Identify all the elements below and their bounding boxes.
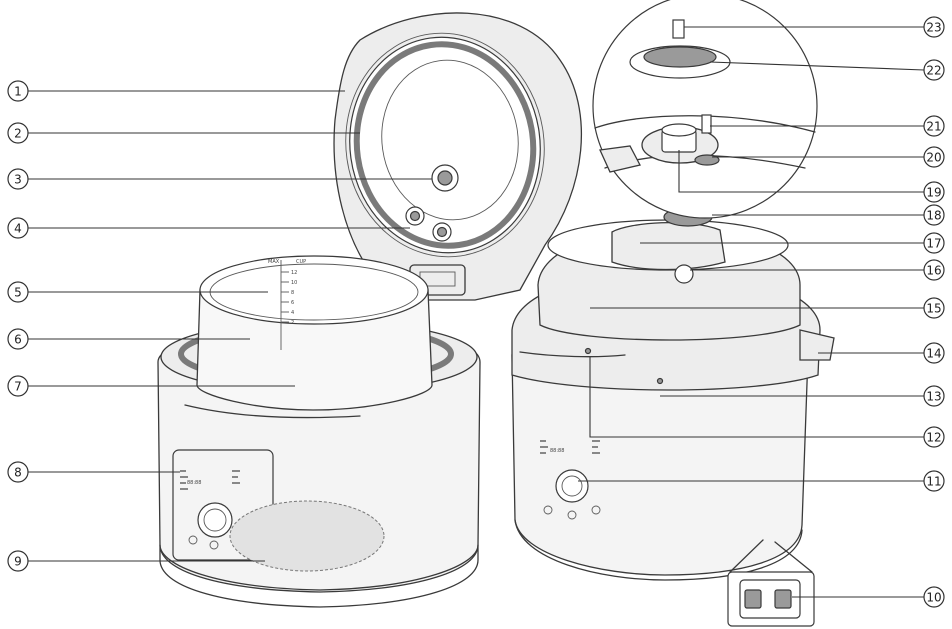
callout-number: 13 — [926, 390, 941, 404]
callout-circle — [923, 259, 945, 281]
display-digits-left: 88:88 — [187, 480, 201, 486]
callout-circle — [923, 59, 945, 81]
callout-number: 9 — [14, 555, 22, 569]
scale-mark: 12 — [291, 270, 297, 276]
open-cooker-base: MAX CUP 12 10 8 6 4 2 88:88 — [157, 255, 481, 608]
callout-20: 20 — [923, 146, 945, 168]
callout-number: 18 — [926, 209, 941, 223]
callout-number: 23 — [926, 21, 941, 35]
callout-16: 16 — [923, 259, 945, 281]
callout-number: 11 — [926, 475, 941, 489]
callout-3: 3 — [7, 168, 29, 190]
callout-4: 4 — [7, 217, 29, 239]
float-valve-pin — [701, 114, 712, 134]
callout-circle — [923, 16, 945, 38]
water-level-scale: MAX CUP 12 10 8 6 4 2 — [268, 259, 306, 350]
callout-number: 14 — [926, 347, 941, 361]
callout-circle — [7, 281, 29, 303]
callout-circle — [7, 168, 29, 190]
lid-button — [674, 264, 694, 284]
callout-number: 21 — [926, 120, 941, 134]
callout-number: 10 — [926, 591, 941, 605]
callout-circle — [923, 146, 945, 168]
callout-circle — [923, 204, 945, 226]
leader-lines — [28, 26, 925, 598]
callout-19: 19 — [923, 181, 945, 203]
scale-mark: 2 — [291, 320, 294, 326]
callout-circle — [7, 550, 29, 572]
callout-number: 5 — [14, 286, 22, 300]
control-knob-right — [555, 469, 589, 503]
valve-pin — [672, 19, 685, 39]
callout-number: 20 — [926, 151, 941, 165]
callout-circle — [7, 328, 29, 350]
callout-circle — [923, 297, 945, 319]
callout-11: 11 — [923, 470, 945, 492]
callout-number: 7 — [14, 380, 22, 394]
callout-circle — [7, 375, 29, 397]
callout-number: 2 — [14, 127, 22, 141]
callout-circle — [7, 217, 29, 239]
hatched-base-area — [229, 500, 385, 572]
callout-1: 1 — [7, 80, 29, 102]
scale-mark: 8 — [291, 290, 294, 296]
callout-circle — [923, 342, 945, 364]
display-digits-right: 88:88 — [550, 448, 564, 454]
callout-14: 14 — [923, 342, 945, 364]
callout-6: 6 — [7, 328, 29, 350]
indicator-15 — [584, 347, 592, 355]
callout-circle — [923, 426, 945, 448]
callout-7: 7 — [7, 375, 29, 397]
callout-number: 17 — [926, 237, 941, 251]
control-panel-right: 88:88 — [540, 440, 601, 520]
callout-9: 9 — [7, 550, 29, 572]
lid-handle — [611, 221, 726, 271]
callout-number: 3 — [14, 173, 22, 187]
callout-5: 5 — [7, 281, 29, 303]
scale-mark: 4 — [291, 310, 294, 316]
scale-mark: 6 — [291, 300, 294, 306]
callout-15: 15 — [923, 297, 945, 319]
callout-13: 13 — [923, 385, 945, 407]
callout-2: 2 — [7, 122, 29, 144]
callout-12: 12 — [923, 426, 945, 448]
callout-number: 1 — [14, 85, 22, 99]
closed-cooker: 88:88 — [511, 207, 835, 627]
callout-10: 10 — [923, 586, 945, 608]
callout-circle — [923, 115, 945, 137]
callout-number: 12 — [926, 431, 941, 445]
callout-23: 23 — [923, 16, 945, 38]
callout-number: 6 — [14, 333, 22, 347]
callout-number: 8 — [14, 466, 22, 480]
callout-circle — [7, 461, 29, 483]
callout-18: 18 — [923, 204, 945, 226]
callout-17: 17 — [923, 232, 945, 254]
indicator-13 — [656, 377, 664, 385]
callout-number: 16 — [926, 264, 941, 278]
cup-label: CUP — [296, 259, 306, 265]
callout-8: 8 — [7, 461, 29, 483]
callout-circle — [923, 181, 945, 203]
callout-number: 19 — [926, 186, 941, 200]
open-lid — [333, 12, 583, 301]
callout-circle — [923, 470, 945, 492]
callout-number: 4 — [14, 222, 22, 236]
callout-circle — [923, 385, 945, 407]
scale-mark: 10 — [291, 280, 297, 286]
callout-number: 22 — [926, 64, 941, 78]
control-knob-left — [197, 502, 233, 538]
callout-circle — [7, 122, 29, 144]
callout-circle — [923, 232, 945, 254]
callout-21: 21 — [923, 115, 945, 137]
callout-number: 15 — [926, 302, 941, 316]
max-label: MAX — [268, 259, 280, 265]
sealing-ring-open-lid — [353, 41, 537, 249]
callout-circle — [7, 80, 29, 102]
valve-detail-view — [592, 0, 818, 219]
inner-pot — [196, 289, 433, 411]
callout-22: 22 — [923, 59, 945, 81]
callout-circle — [923, 586, 945, 608]
